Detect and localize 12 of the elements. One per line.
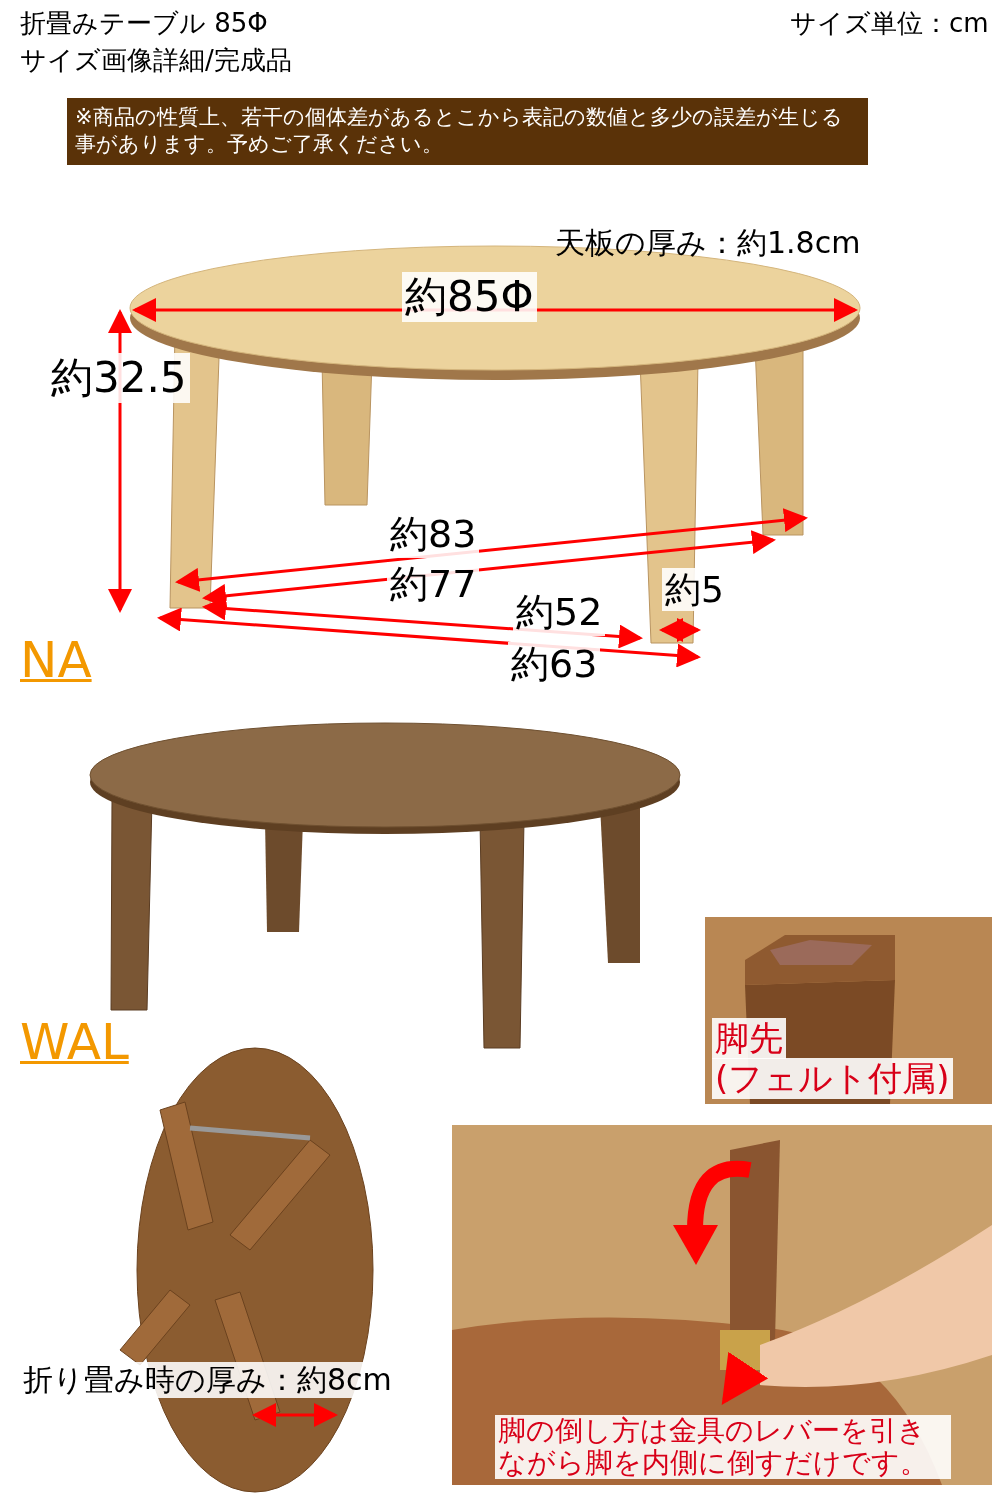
subtitle: サイズ画像詳細/完成品 — [20, 45, 292, 77]
unit-note: サイズ単位：cm — [790, 8, 989, 40]
dimension-label: 約85Φ — [402, 272, 537, 323]
thickness-label: 天板の厚み：約1.8cm — [555, 225, 861, 261]
dimension-label: 約32.5 — [48, 353, 190, 404]
photo-caption: 脚先 — [712, 1018, 786, 1059]
color-variant-label: NA — [20, 630, 92, 690]
photo-caption: (フェルト付属) — [712, 1058, 953, 1099]
photo-caption: 脚の倒し方は金具のレバーを引きながら脚を内側に倒すだけです。 — [495, 1415, 951, 1480]
notice-banner: ※商品の性質上、若干の個体差があるとこから表記の数値と多少の誤差が生じる事があります。予めご了承ください。 — [67, 98, 868, 165]
product-title: 折畳みテーブル 85Φ — [20, 8, 268, 40]
color-variant-label: WAL — [20, 1012, 129, 1072]
